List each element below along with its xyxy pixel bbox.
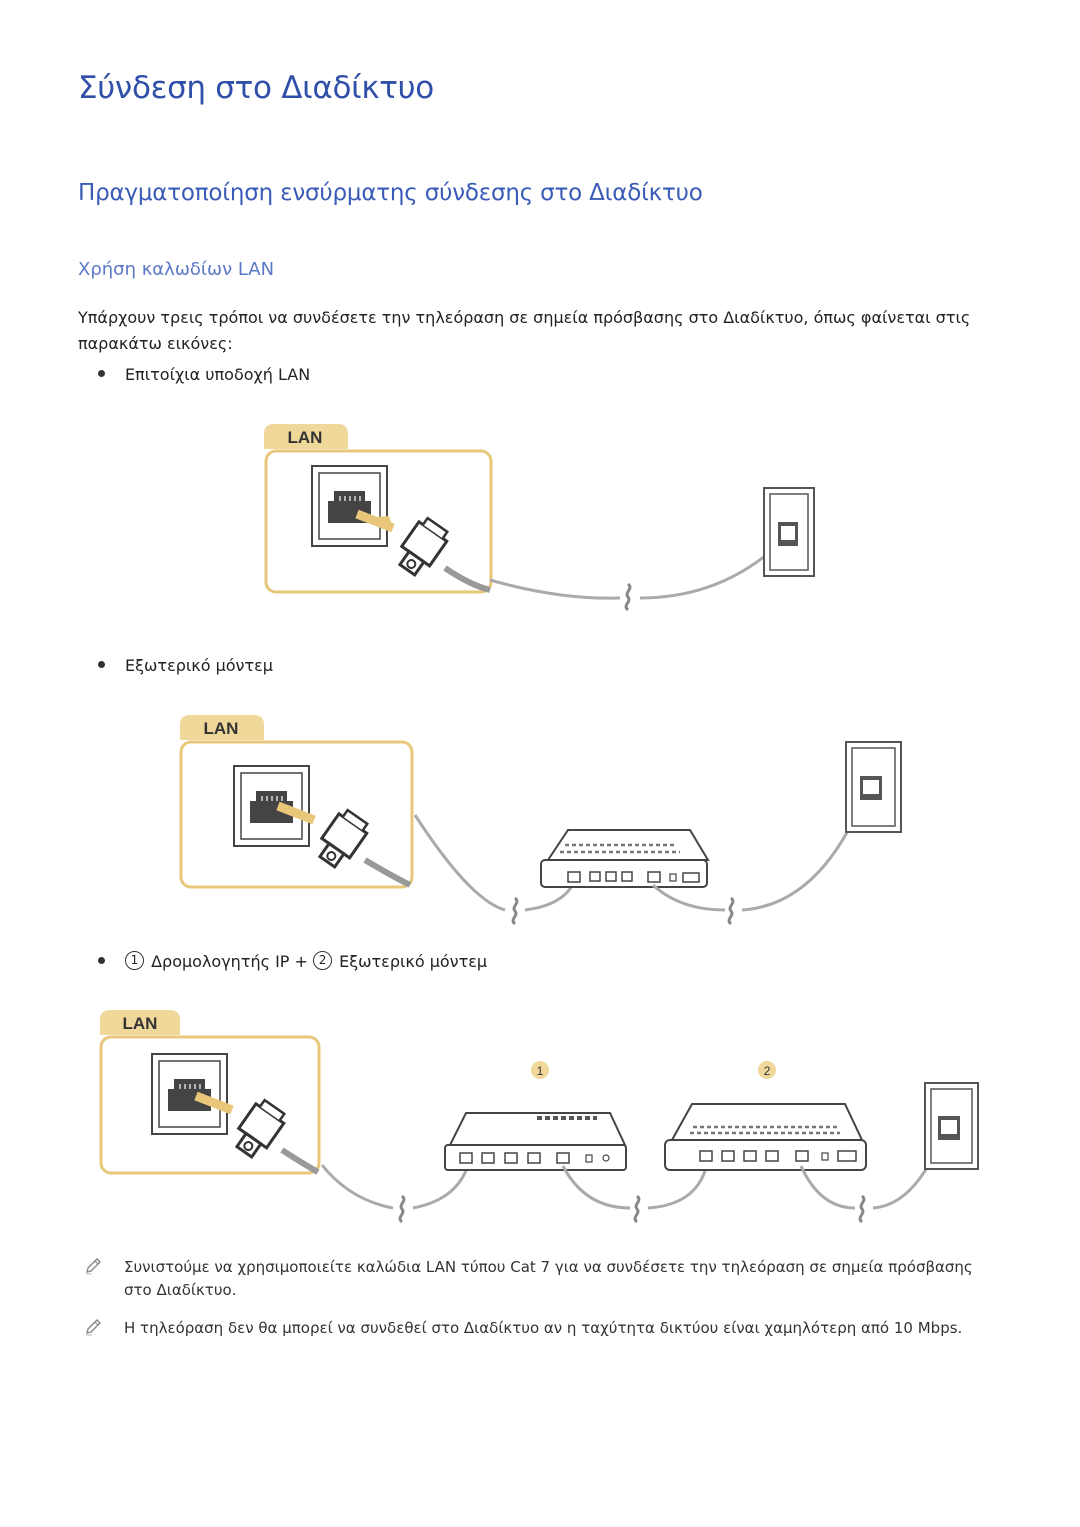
lan-plug-icon	[397, 516, 450, 578]
lan-plug-icon	[317, 808, 370, 870]
method-item-wall-socket: Επιτοίχια υποδοχή LAN	[98, 365, 310, 384]
router-icon	[444, 1112, 627, 1171]
lan-tab-label: LAN	[204, 719, 239, 738]
note-text: Συνιστούμε να χρησιμοποιείτε καλώδια LAN…	[124, 1258, 973, 1299]
socket-zoom-icon	[233, 765, 310, 847]
intro-paragraph: Υπάρχουν τρεις τρόποι να συνδέσετε την τ…	[78, 308, 971, 353]
wall-socket-icon	[924, 1082, 979, 1170]
note-cat7-cable: Συνιστούμε να χρησιμοποιείτε καλώδια LAN…	[84, 1256, 994, 1302]
method-label-part2: Εξωτερικό μόντεμ	[339, 952, 488, 971]
bullet-dot	[98, 370, 105, 377]
method-label: Επιτοίχια υποδοχή LAN	[125, 365, 311, 384]
lan-tab	[264, 424, 348, 449]
note-min-speed: Η τηλεόραση δεν θα μπορεί να συνδεθεί στ…	[84, 1317, 994, 1340]
method-item-router-modem: 1 Δρομολογητής IP + 2 Εξωτερικό μόντεμ	[98, 951, 488, 972]
marker-1: 1	[125, 951, 144, 970]
lan-tab-label: LAN	[123, 1014, 158, 1033]
wall-socket-icon	[763, 487, 815, 577]
method-item-external-modem: Εξωτερικό μόντεμ	[98, 656, 273, 675]
device-marker-2-label: 2	[764, 1064, 771, 1078]
figure-router-and-modem: LAN 1 2	[99, 1010, 979, 1224]
note-text: Η τηλεόραση δεν θα μπορεί να συνδεθεί στ…	[124, 1319, 963, 1337]
modem-icon	[664, 1103, 867, 1171]
method-label-part1: Δρομολογητής IP +	[151, 952, 314, 971]
pencil-icon	[86, 1258, 101, 1275]
socket-zoom-icon	[151, 1053, 228, 1135]
subsection-title: Χρήση καλωδίων LAN	[78, 259, 275, 280]
method-label: Εξωτερικό μόντεμ	[125, 656, 273, 675]
lan-plug-icon	[234, 1098, 287, 1160]
page-title: Σύνδεση στο Διαδίκτυο	[78, 70, 434, 106]
bullet-dot	[98, 661, 105, 668]
wall-socket-icon	[845, 741, 902, 833]
figure-wall-lan-socket: LAN	[264, 424, 815, 612]
socket-zoom-icon	[311, 465, 388, 547]
device-marker-1	[531, 1061, 549, 1079]
modem-icon	[540, 829, 710, 888]
figure-external-modem: LAN	[179, 715, 902, 926]
lan-tab	[100, 1010, 180, 1035]
device-marker-2	[758, 1061, 776, 1079]
section-title: Πραγματοποίηση ενσύρματης σύνδεσης στο Δ…	[78, 180, 703, 206]
lan-tab	[180, 715, 264, 740]
marker-2: 2	[313, 951, 333, 970]
device-marker-1-label: 1	[537, 1064, 544, 1078]
lan-tab-label: LAN	[288, 428, 323, 447]
bullet-dot	[98, 957, 105, 964]
pencil-icon	[86, 1319, 101, 1336]
